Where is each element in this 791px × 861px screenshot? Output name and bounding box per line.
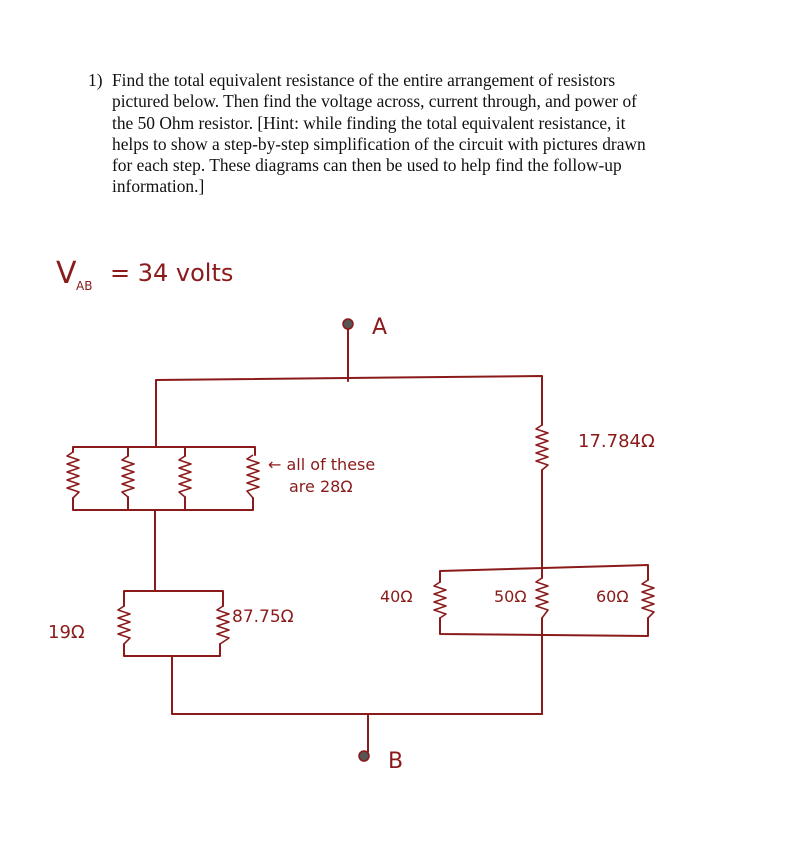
problem-line: the 50 Ohm resistor. [Hint: while findin…	[112, 112, 626, 133]
top-wiring	[155, 328, 543, 426]
resistor-40	[433, 581, 447, 619]
node-a-terminal	[342, 318, 354, 330]
resistor-28-c	[178, 455, 192, 498]
problem-line: for each step. These diagrams can then b…	[112, 155, 622, 176]
label-50: 50Ω	[494, 587, 527, 606]
node-b-label: B	[388, 749, 403, 774]
vab-value: = 34 volts	[110, 259, 233, 287]
problem-line: helps to show a step-by-step simplificat…	[112, 133, 646, 154]
resistor-60	[641, 579, 655, 619]
parallel-bank-28	[66, 396, 260, 511]
resistor-19	[117, 605, 131, 645]
parallel-note-line1: ← all of these	[268, 455, 375, 474]
vab-subscript: AB	[76, 279, 92, 293]
node-a-label: A	[372, 315, 387, 340]
problem-line: pictured below. Then find the voltage ac…	[112, 91, 637, 112]
label-19: 19Ω	[48, 622, 85, 643]
label-17-784: 17.784Ω	[578, 431, 655, 452]
problem-line: information.]	[112, 176, 205, 197]
problem-text: Find the total equivalent resistance of …	[112, 70, 712, 198]
vab-symbol: V	[56, 256, 77, 291]
resistor-28-b	[121, 455, 135, 498]
node-b-terminal	[358, 750, 370, 762]
resistor-28-a	[66, 451, 80, 499]
parallel-pair-19-87	[117, 509, 543, 715]
problem-line: Find the total equivalent resistance of …	[112, 70, 616, 90]
resistor-28-d	[246, 454, 260, 499]
resistor-50	[535, 577, 549, 619]
problem-number: 1)	[88, 70, 103, 90]
resistor-87-75	[216, 605, 230, 645]
label-87-75: 87.75Ω	[232, 607, 294, 627]
resistor-17-784	[535, 424, 549, 471]
label-40: 40Ω	[380, 587, 413, 606]
label-60: 60Ω	[596, 587, 629, 606]
right-branch	[433, 424, 655, 715]
parallel-note-line2: are 28Ω	[289, 477, 353, 496]
